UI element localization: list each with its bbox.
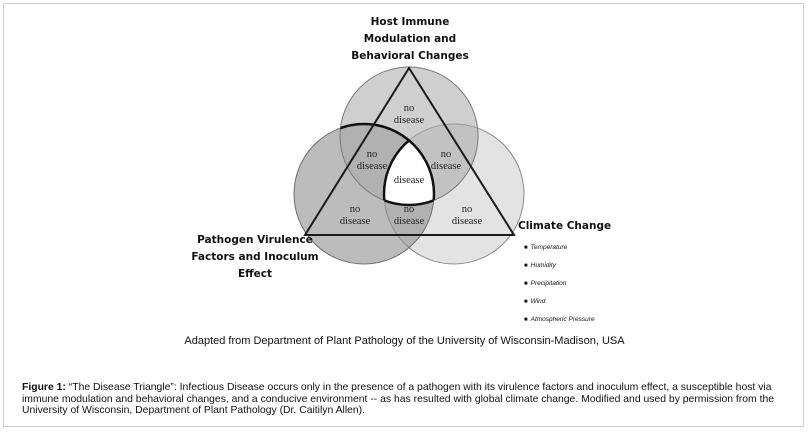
region-center: disease <box>394 175 425 186</box>
bullet-icon: ■ <box>524 245 528 251</box>
pathogen-label-line: Effect <box>237 268 273 280</box>
list-item: ■Humidity <box>524 261 595 279</box>
region-bottom-left-line2: disease <box>340 216 371 227</box>
host-label-line: Modulation and <box>363 33 457 45</box>
disease-region <box>382 124 434 205</box>
figure-caption: Figure 1: “The Disease Triangle”: Infect… <box>22 382 794 417</box>
disease-triangle <box>303 66 516 236</box>
caption-text: “The Disease Triangle”: Infectious Disea… <box>22 382 775 416</box>
region-top-right-line2: disease <box>431 161 462 172</box>
climate-factor-label: Atmospheric Pressure <box>530 316 595 323</box>
region-top-right-line1: no <box>441 149 452 160</box>
climate-factor-label: Temperature <box>530 244 568 251</box>
region-top-line1: no <box>404 103 415 114</box>
climate-factor-label: Precipitation <box>530 280 567 287</box>
list-item: ■Temperature <box>524 243 595 261</box>
caption-label: Figure 1: <box>22 382 66 393</box>
source-note: Adapted from Department of Plant Patholo… <box>184 335 625 347</box>
climate-factor-label: Wind <box>530 298 546 305</box>
region-bottom-right-line2: disease <box>452 216 483 227</box>
region-bottom-middle-line1: no <box>404 204 415 215</box>
pathogen-label-line: Factors and Inoculum <box>191 251 319 263</box>
host-label-line: Behavioral Changes <box>351 50 469 62</box>
region-top-line2: disease <box>394 115 425 126</box>
list-item: ■Precipitation <box>524 279 595 297</box>
host-label: Host Immune Modulation and Behavioral Ch… <box>330 14 490 65</box>
region-top-left-line2: disease <box>357 161 388 172</box>
bullet-icon: ■ <box>524 299 528 305</box>
pathogen-label-line: Pathogen Virulence <box>197 234 313 246</box>
climate-factor-label: Humidity <box>530 262 556 269</box>
region-bottom-middle-line2: disease <box>394 216 425 227</box>
climate-label: Climate Change <box>518 220 612 232</box>
region-bottom-right-line1: no <box>462 204 473 215</box>
bullet-icon: ■ <box>524 263 528 269</box>
bullet-icon: ■ <box>524 317 528 323</box>
climate-factor-list: ■Temperature ■Humidity ■Precipitation ■W… <box>524 243 595 333</box>
figure-frame <box>3 3 804 427</box>
list-item: ■Atmospheric Pressure <box>524 315 595 333</box>
region-top-left-line1: no <box>367 149 378 160</box>
pathogen-label: Pathogen Virulence Factors and Inoculum … <box>185 232 325 283</box>
list-item: ■Wind <box>524 297 595 315</box>
region-bottom-left-line1: no <box>350 204 361 215</box>
bullet-icon: ■ <box>524 281 528 287</box>
host-label-line: Host Immune <box>370 16 450 28</box>
